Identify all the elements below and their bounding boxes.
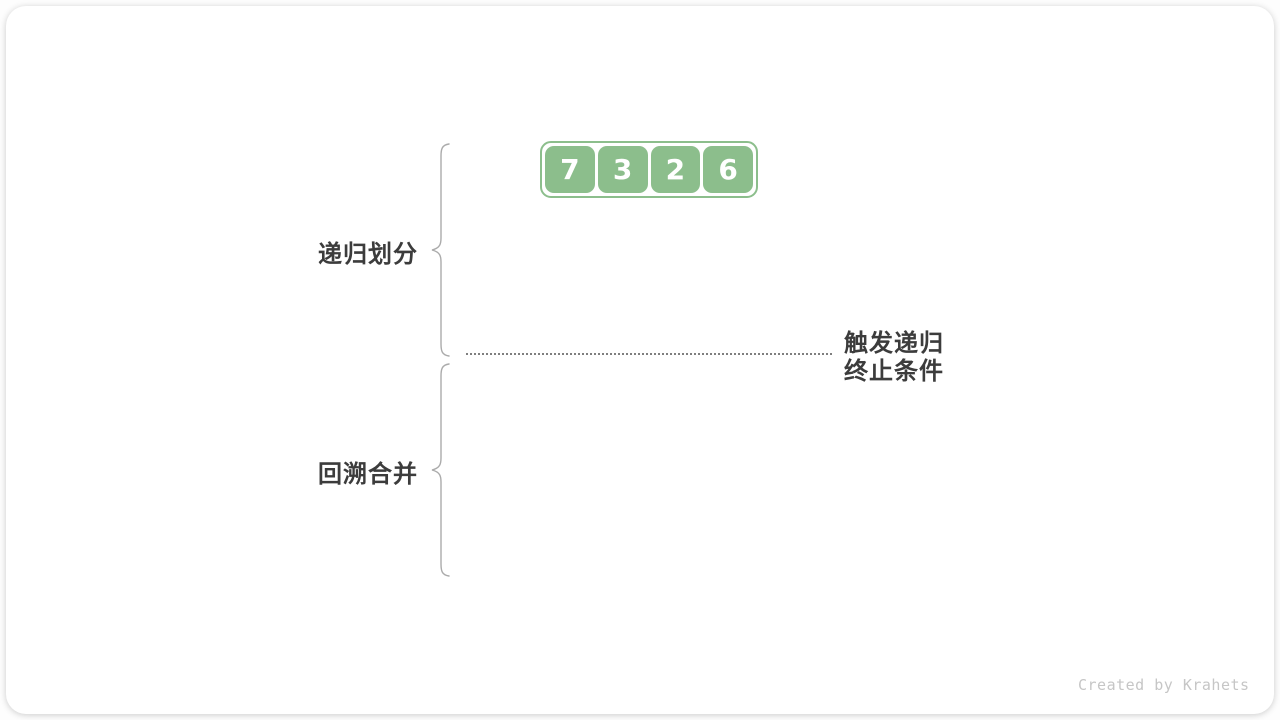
diagram-card: 7 3 2 6 递归划分 回溯合并 触发递归 终止条件 bbox=[6, 6, 1274, 714]
array-cell: 6 bbox=[703, 146, 753, 193]
curly-brace-icon bbox=[431, 363, 450, 577]
array-cell: 7 bbox=[545, 146, 595, 193]
array-cell-value: 2 bbox=[665, 153, 686, 186]
array-cell-value: 6 bbox=[718, 153, 738, 186]
phase-label-recursive-divide: 递归划分 bbox=[318, 241, 418, 268]
termination-condition-annotation: 触发递归 终止条件 bbox=[844, 330, 944, 386]
array-cell-value: 7 bbox=[560, 153, 580, 186]
array-cell: 2 bbox=[650, 146, 701, 193]
array-container: 7 3 2 6 bbox=[540, 141, 758, 198]
watermark-credit: Created by Krahets bbox=[1078, 676, 1250, 694]
phase-label-backtrack-merge: 回溯合并 bbox=[318, 461, 418, 488]
curly-brace-icon bbox=[431, 143, 450, 357]
annotation-line: 终止条件 bbox=[844, 358, 944, 385]
array-cell: 3 bbox=[597, 146, 648, 193]
recursion-boundary-dotted-line bbox=[466, 353, 834, 355]
array-cell-value: 3 bbox=[612, 153, 633, 186]
annotation-line: 触发递归 bbox=[844, 330, 944, 357]
